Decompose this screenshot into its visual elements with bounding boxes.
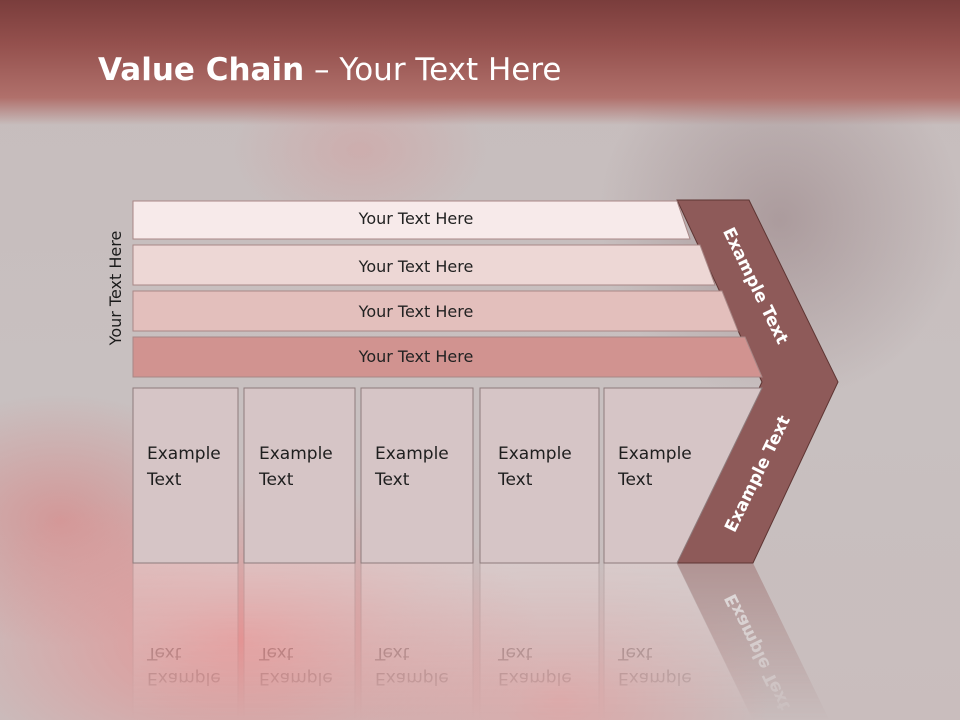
- box-5-line2: Text: [617, 470, 653, 490]
- box-3-line1: Example: [375, 444, 449, 464]
- row-label-4: Your Text Here: [358, 347, 474, 366]
- svg-text:Text: Text: [258, 643, 294, 663]
- row-bar-3: [132, 290, 739, 332]
- box-1: [132, 387, 239, 564]
- box-3-line2: Text: [374, 470, 410, 490]
- box-2: [243, 387, 356, 564]
- box-4-line1: Example: [498, 444, 572, 464]
- header-band: [0, 0, 960, 125]
- box-5-line1: Example: [618, 444, 692, 464]
- row-bar-1: [132, 200, 691, 240]
- row-label-2: Your Text Here: [358, 257, 474, 276]
- box-4-line2: Text: [497, 470, 533, 490]
- row-bar-4: [132, 336, 763, 378]
- box-4: [479, 387, 600, 564]
- svg-text:Text: Text: [374, 643, 410, 663]
- svg-text:Example: Example: [498, 668, 572, 688]
- arrow-chevron: [676, 199, 839, 564]
- svg-text:Example: Example: [375, 668, 449, 688]
- svg-text:Example: Example: [618, 668, 692, 688]
- box-3: [360, 387, 474, 564]
- row-label-3: Your Text Here: [358, 302, 474, 321]
- row-bar-2: [132, 244, 716, 286]
- row-label-1: Your Text Here: [358, 209, 474, 228]
- box-1-line2: Text: [146, 470, 182, 490]
- box-5: [603, 387, 763, 564]
- diagram-reflection: Example Text Example Text Example Text E…: [132, 562, 830, 720]
- box-2-line1: Example: [259, 444, 333, 464]
- box-2-line2: Text: [258, 470, 294, 490]
- page-title: Value Chain – Your Text Here: [98, 52, 562, 88]
- svg-text:Text: Text: [617, 643, 653, 663]
- box-1-line1: Example: [147, 444, 221, 464]
- svg-text:Example: Example: [147, 668, 221, 688]
- svg-text:Text: Text: [497, 643, 533, 663]
- svg-text:Example: Example: [259, 668, 333, 688]
- svg-text:Text: Text: [146, 643, 182, 663]
